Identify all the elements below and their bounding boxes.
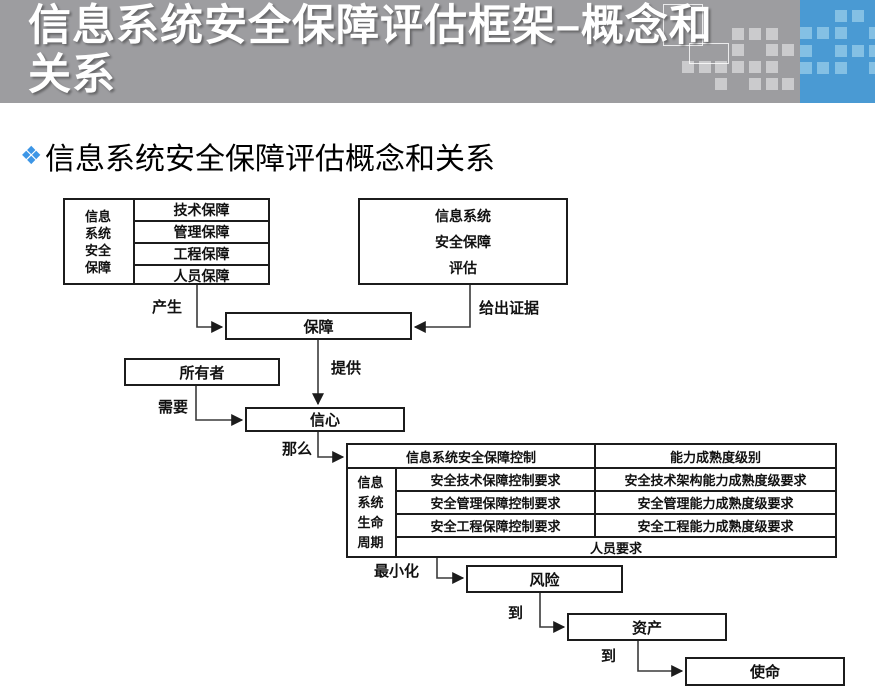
evaluation-box: 信息系统 安全保障 评估 bbox=[358, 198, 568, 285]
deco-square bbox=[834, 10, 847, 22]
deco-square bbox=[817, 27, 830, 40]
table-cell: 安全技术保障控制要求 bbox=[395, 469, 594, 492]
edge-label-produce: 产生 bbox=[152, 299, 183, 316]
deco-square bbox=[851, 44, 864, 57]
edge-label-minimize: 最小化 bbox=[374, 563, 420, 580]
table-cell: 安全工程保障控制要求 bbox=[395, 515, 594, 538]
edge-label-to-2: 到 bbox=[601, 648, 617, 665]
connector-then bbox=[317, 432, 345, 463]
deco-square bbox=[834, 27, 847, 40]
deco-square bbox=[715, 77, 728, 90]
deco-square bbox=[800, 44, 812, 57]
deco-square bbox=[834, 44, 847, 57]
deco-square bbox=[698, 61, 711, 74]
table-cell: 安全管理能力成熟度级要求 bbox=[594, 492, 835, 515]
edge-label-evidence: 给出证据 bbox=[479, 300, 540, 317]
assurance-node-box: 保障 bbox=[225, 312, 412, 340]
deco-square bbox=[800, 27, 812, 40]
control-maturity-table: 信息系统安全保障控制 能力成熟度级别 信息系统生命周期 安全技术保障控制要求 安… bbox=[346, 443, 837, 558]
assurance-table-row-header: 信息系统安全保障 bbox=[65, 200, 135, 283]
table-row: 管理保障 bbox=[135, 220, 268, 242]
deco-outline-rect bbox=[663, 4, 703, 46]
diamond-bullet-icon: ❖ bbox=[20, 142, 43, 170]
deco-square bbox=[834, 61, 847, 74]
edge-label-need: 需要 bbox=[158, 399, 189, 416]
deco-square bbox=[765, 44, 778, 57]
table-cell: 安全技术架构能力成熟度级要求 bbox=[594, 469, 835, 492]
deco-square bbox=[851, 10, 864, 22]
table-cell: 安全工程能力成熟度级要求 bbox=[594, 515, 835, 538]
section-heading: 信息系统安全保障评估概念和关系 bbox=[45, 143, 495, 176]
deco-square bbox=[782, 44, 795, 57]
deco-square bbox=[765, 77, 778, 90]
deco-square bbox=[715, 61, 728, 74]
deco-square bbox=[732, 61, 745, 74]
column-header: 能力成熟度级别 bbox=[594, 445, 835, 469]
deco-outline-rect bbox=[689, 43, 729, 64]
deco-square bbox=[869, 61, 875, 74]
deco-square bbox=[748, 77, 761, 90]
assurance-table: 信息系统安全保障 技术保障 管理保障 工程保障 人员保障 bbox=[63, 198, 270, 285]
owner-box: 所有者 bbox=[124, 358, 280, 386]
slide-title-bar: 信息系统安全保障评估框架–概念和关系 bbox=[0, 0, 875, 103]
connector-produce bbox=[196, 285, 224, 333]
deco-square bbox=[732, 27, 745, 40]
deco-square bbox=[748, 61, 761, 74]
table-cell-personnel: 人员要求 bbox=[395, 538, 835, 557]
asset-box: 资产 bbox=[567, 613, 727, 641]
connector-to-mission bbox=[637, 641, 684, 677]
risk-box: 风险 bbox=[466, 565, 623, 593]
confidence-box: 信心 bbox=[245, 407, 405, 432]
edge-label-then: 那么 bbox=[282, 441, 313, 458]
deco-square bbox=[869, 27, 875, 40]
column-header: 信息系统安全保障控制 bbox=[348, 445, 594, 469]
connector-minimize bbox=[436, 558, 465, 584]
connector-to-asset bbox=[539, 593, 566, 633]
slide-title: 信息系统安全保障评估框架–概念和关系 bbox=[28, 2, 713, 99]
deco-square bbox=[800, 61, 812, 74]
deco-square bbox=[732, 44, 745, 57]
table-row: 技术保障 bbox=[173, 202, 230, 218]
table-cell: 安全管理保障控制要求 bbox=[395, 492, 594, 515]
control-table-row-header: 信息系统生命周期 bbox=[357, 475, 384, 550]
deco-square bbox=[765, 61, 778, 74]
deco-square bbox=[782, 77, 795, 90]
connector-evidence bbox=[413, 285, 471, 333]
deco-square bbox=[748, 27, 761, 40]
deco-square bbox=[765, 27, 778, 40]
deco-square bbox=[869, 44, 875, 57]
deco-square bbox=[682, 61, 694, 74]
table-row: 人员保障 bbox=[135, 264, 268, 286]
connector-need bbox=[195, 386, 244, 426]
edge-label-provide: 提供 bbox=[331, 360, 362, 377]
edge-label-to-1: 到 bbox=[508, 605, 524, 622]
mission-box: 使命 bbox=[685, 657, 845, 686]
deco-square bbox=[817, 61, 830, 74]
table-row: 工程保障 bbox=[135, 242, 268, 264]
